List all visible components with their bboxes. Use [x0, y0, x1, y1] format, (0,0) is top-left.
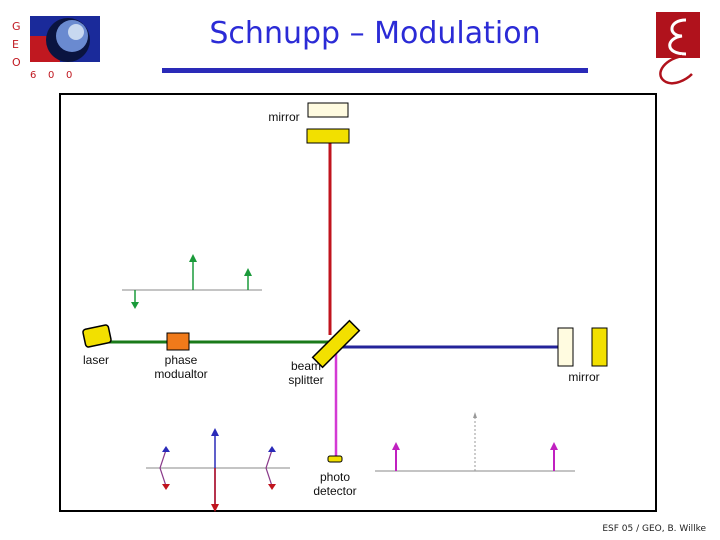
- top-mirror-icon: [306, 128, 350, 144]
- logo-digit-6: 6: [30, 70, 36, 81]
- photo-detector-label: photo detector: [313, 470, 357, 498]
- footer-credit: ESF 05 / GEO, B. Willke: [602, 524, 706, 534]
- laser-label: laser: [82, 353, 109, 367]
- logo-letter-e: E: [12, 38, 19, 51]
- geo600-logo-icon: G E O 6 0 0: [12, 16, 100, 81]
- right-mirror-icon: [591, 327, 608, 367]
- right-mirror-outline: [557, 327, 574, 367]
- mirror-right-label: mirror: [568, 370, 600, 384]
- phasor-inset: [146, 428, 290, 512]
- diagram-frame: [59, 93, 657, 512]
- laser-icon: [82, 324, 112, 348]
- photo-detector-icon: [327, 455, 343, 463]
- magenta-spectrum-inset: [375, 412, 575, 472]
- phase-modulator-label: phase modualtor: [154, 353, 208, 381]
- mirror-top-label: mirror: [268, 110, 300, 124]
- logo-digit-0a: 0: [48, 70, 54, 81]
- beam-splitter-label: beam splitter: [288, 359, 324, 387]
- beam-splitter-icon: [311, 319, 361, 369]
- top-mirror-outline: [307, 102, 349, 118]
- green-spectrum-inset: [122, 254, 262, 309]
- page-title: Schnupp – Modulation: [209, 16, 541, 51]
- title-underline: [162, 68, 588, 73]
- logo-letter-g: G: [12, 20, 21, 33]
- logo-letter-o: O: [12, 56, 21, 69]
- logo-digit-0b: 0: [66, 70, 72, 81]
- esf-logo-icon: [656, 12, 700, 85]
- phase-modulator-icon: [166, 332, 190, 351]
